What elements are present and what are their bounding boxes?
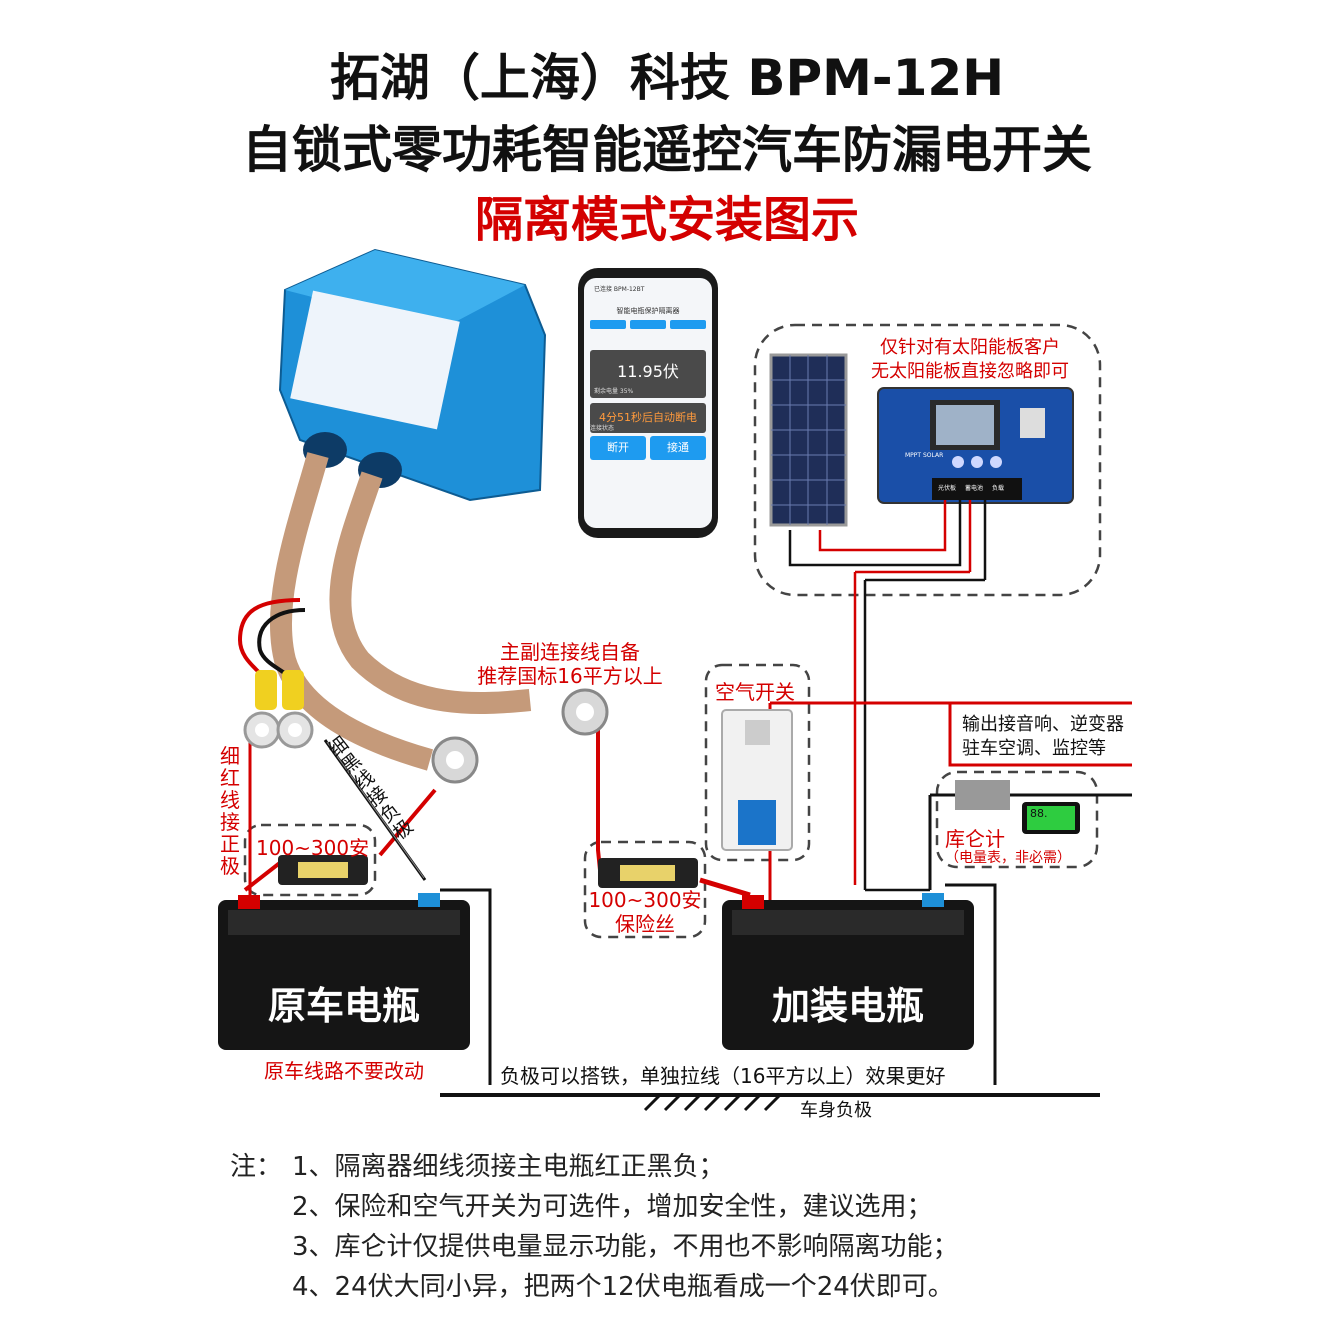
fuse2-frame [583, 840, 707, 939]
coulomb-label: 库仑计 [945, 827, 1005, 851]
coulomb-display: 88. [1030, 807, 1048, 820]
phone-frame: 已连接 BPM-12BT 智能电瓶保护隔离器 11.95伏 剩余电量 35% 4… [578, 268, 718, 538]
isolator-device [278, 248, 547, 502]
main-wire-line1: 主副连接线自备 [500, 640, 640, 664]
air-switch-frame [704, 663, 811, 862]
countdown-text: 4分51秒后自动断电 [599, 411, 697, 424]
solar-note: 仅针对有太阳能板客户 无太阳能板直接忽略即可 [860, 336, 1080, 384]
battery1-note: 原车线路不要改动 [264, 1059, 424, 1083]
notes-prefix: 注： [230, 1152, 283, 1182]
output-line2: 驻车空调、监控等 [962, 738, 1106, 759]
title-model: 拓湖（上海）科技 BPM-12H [329, 49, 1005, 107]
main-wire-note: 主副连接线自备 推荐国标16平方以上 [455, 640, 685, 688]
note-2: 2、保险和空气开关为可选件，增加安全性，建议选用； [292, 1192, 933, 1222]
port-pv: 光伏板 [938, 485, 957, 492]
fuse2-line1: 100~300安 [588, 888, 702, 912]
controller-brand: MPPT SOLAR [905, 452, 944, 459]
connect-button[interactable]: 接通 [650, 436, 706, 460]
output-note: 输出接音响、逆变器 驻车空调、监控等 [962, 713, 1124, 761]
phone-status: 已连接 BPM-12BT [594, 286, 645, 293]
title-product: 自锁式零功耗智能遥控汽车防漏电开关 [242, 121, 1092, 179]
main-wire-line2: 推荐国标16平方以上 [477, 664, 663, 688]
ground-note: 负极可以搭铁，单独拉线（16平方以上）效果更好 [500, 1064, 946, 1088]
battery-original [218, 893, 470, 1050]
voltage-panel: 11.95伏 剩余电量 35% [590, 350, 706, 398]
battery1-label: 原车电瓶 [267, 984, 420, 1028]
fuse1-label: 100~300安 [256, 836, 370, 860]
remaining-charge: 剩余电量 35% [594, 388, 634, 395]
thin-red-label: 细红线接正极 [220, 744, 240, 878]
note-3: 3、库仑计仅提供电量显示功能，不用也不影响隔离功能； [292, 1232, 959, 1262]
battery2-label: 加装电瓶 [771, 984, 924, 1028]
solar-dashed-frame [753, 323, 1102, 597]
app-tab-1[interactable] [590, 320, 626, 329]
disconnect-button[interactable]: 断开 [590, 436, 646, 460]
chassis-label: 车身负极 [800, 1100, 872, 1121]
app-title: 智能电瓶保护隔离器 [616, 307, 680, 315]
solar-controller [877, 387, 1074, 504]
note-4: 4、24伏大同小异，把两个12伏电瓶看成一个24伏即可。 [292, 1272, 954, 1302]
fuse2-label: 100~300安 保险丝 [585, 888, 705, 936]
air-switch-device [721, 709, 793, 851]
countdown-panel: 4分51秒后自动断电 [590, 403, 706, 433]
battery-added [722, 893, 974, 1050]
output-line1: 输出接音响、逆变器 [962, 714, 1124, 735]
solar-note-line2: 无太阳能板直接忽略即可 [871, 361, 1069, 382]
coulomb-sublabel: （电量表，非必需） [945, 850, 1071, 866]
app-tab-2[interactable] [630, 320, 666, 329]
port-load: 负载 [992, 485, 1005, 492]
connection-status: 连接状态 [590, 425, 615, 432]
solar-note-line1: 仅针对有太阳能板客户 [880, 337, 1060, 358]
voltage-readout: 11.95伏 [617, 362, 679, 381]
phone-screen: 已连接 BPM-12BT 智能电瓶保护隔离器 11.95伏 剩余电量 35% 4… [584, 278, 712, 528]
note-1: 1、隔离器细线须接主电瓶红正黑负； [292, 1152, 725, 1182]
app-tab-3[interactable] [670, 320, 706, 329]
fuse1-holder [278, 855, 368, 885]
fuse2-line2: 保险丝 [615, 912, 675, 936]
disconnect-label: 断开 [607, 441, 629, 454]
coulomb-frame [935, 770, 1099, 869]
air-switch-label: 空气开关 [715, 680, 795, 704]
solar-panel [769, 353, 848, 527]
fuse2-holder [598, 858, 698, 888]
port-battery: 蓄电池 [965, 485, 984, 492]
connect-label: 接通 [667, 441, 689, 454]
fuse1-frame [243, 823, 377, 897]
coulomb-meter [955, 780, 1080, 834]
title-install-mode: 隔离模式安装图示 [474, 192, 859, 248]
